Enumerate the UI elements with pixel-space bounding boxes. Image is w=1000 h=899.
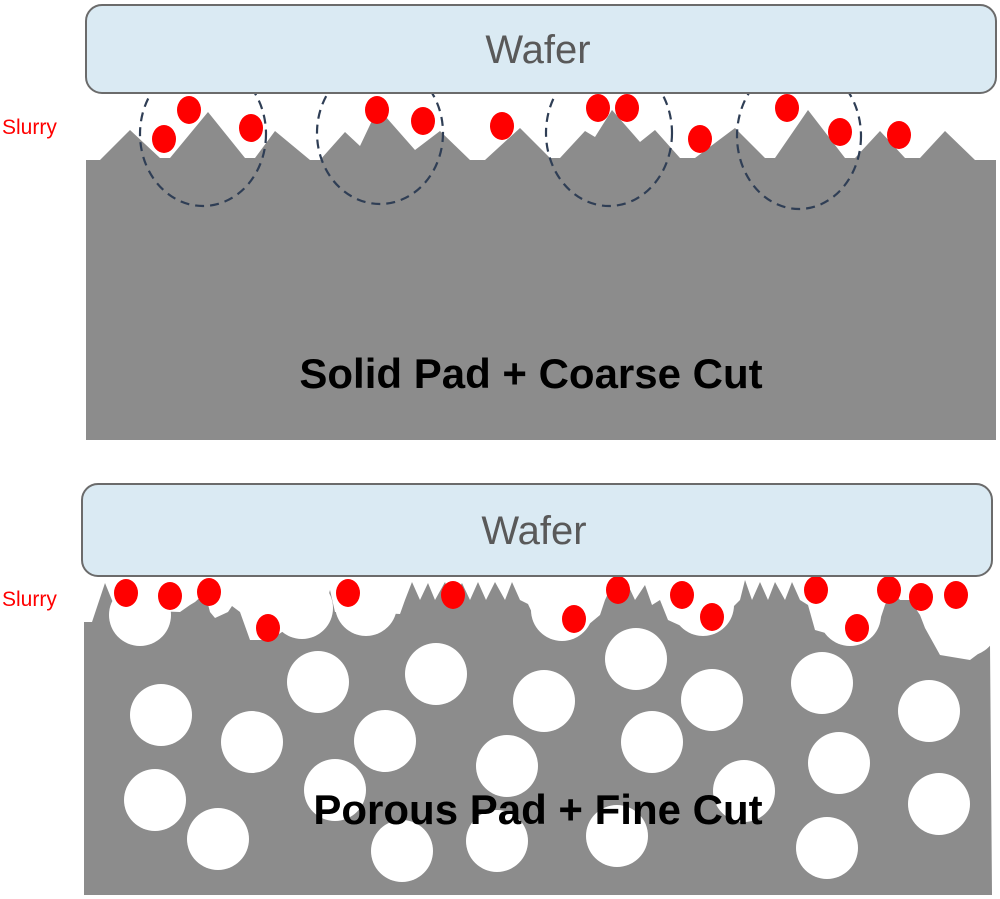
- slurry-label: Slurry: [2, 116, 57, 139]
- pore: [681, 669, 743, 731]
- slurry-particle: [606, 576, 630, 604]
- pore: [287, 651, 349, 713]
- slurry-particles: [152, 94, 911, 153]
- pore: [898, 680, 960, 742]
- slurry-particle: [336, 579, 360, 607]
- slurry-particle: [615, 94, 639, 122]
- slurry-particle: [158, 582, 182, 610]
- pore: [936, 594, 998, 656]
- pore: [808, 732, 870, 794]
- pore: [130, 684, 192, 746]
- wafer: [85, 4, 997, 94]
- slurry-particle: [365, 96, 389, 124]
- slurry-particle: [688, 125, 712, 153]
- pad-type-label: Porous Pad + Fine Cut: [313, 786, 762, 833]
- slurry-particle: [845, 614, 869, 642]
- slurry-particle: [775, 94, 799, 122]
- pore: [371, 820, 433, 882]
- pore: [476, 735, 538, 797]
- pore: [713, 760, 775, 822]
- pore: [605, 628, 667, 690]
- pore: [796, 817, 858, 879]
- slurry-particle: [670, 581, 694, 609]
- solid-pad-panel: Wafer Slurry Solid Pad + Coarse Cut: [2, 4, 997, 440]
- slurry-particle: [256, 614, 280, 642]
- pore: [354, 710, 416, 772]
- slurry-particle: [887, 121, 911, 149]
- pore: [304, 759, 366, 821]
- pore: [791, 652, 853, 714]
- slurry-particle: [944, 581, 968, 609]
- pore: [271, 577, 333, 639]
- solid-pad-body: [86, 108, 996, 440]
- pore: [586, 805, 648, 867]
- wafer-label: Wafer: [481, 509, 586, 553]
- wafer-label: Wafer: [485, 28, 590, 72]
- slurry-particle: [877, 576, 901, 604]
- slurry-particle: [152, 125, 176, 153]
- pore: [221, 711, 283, 773]
- pore: [531, 579, 593, 641]
- pore: [466, 810, 528, 872]
- porous-pad-panel: Wafer Slurry Porous Pad + Fine Cut: [2, 483, 998, 895]
- pore: [187, 808, 249, 870]
- slurry-particle: [828, 118, 852, 146]
- pore: [405, 643, 467, 705]
- slurry-particle: [177, 96, 201, 124]
- slurry-particle: [114, 579, 138, 607]
- slurry-particle: [197, 578, 221, 606]
- slurry-particles: [114, 576, 968, 642]
- slurry-particle: [909, 583, 933, 611]
- slurry-particle: [411, 107, 435, 135]
- wafer: [81, 483, 993, 577]
- slurry-label: Slurry: [2, 588, 57, 611]
- pore: [124, 769, 186, 831]
- slurry-particle: [490, 112, 514, 140]
- slurry-particle: [586, 94, 610, 122]
- slurry-particle: [441, 581, 465, 609]
- slurry-particle: [239, 114, 263, 142]
- pore: [621, 711, 683, 773]
- pad-type-label: Solid Pad + Coarse Cut: [299, 350, 762, 397]
- pore: [908, 773, 970, 835]
- slurry-particle: [804, 576, 828, 604]
- slurry-particle: [700, 603, 724, 631]
- pore: [513, 670, 575, 732]
- slurry-particle: [562, 605, 586, 633]
